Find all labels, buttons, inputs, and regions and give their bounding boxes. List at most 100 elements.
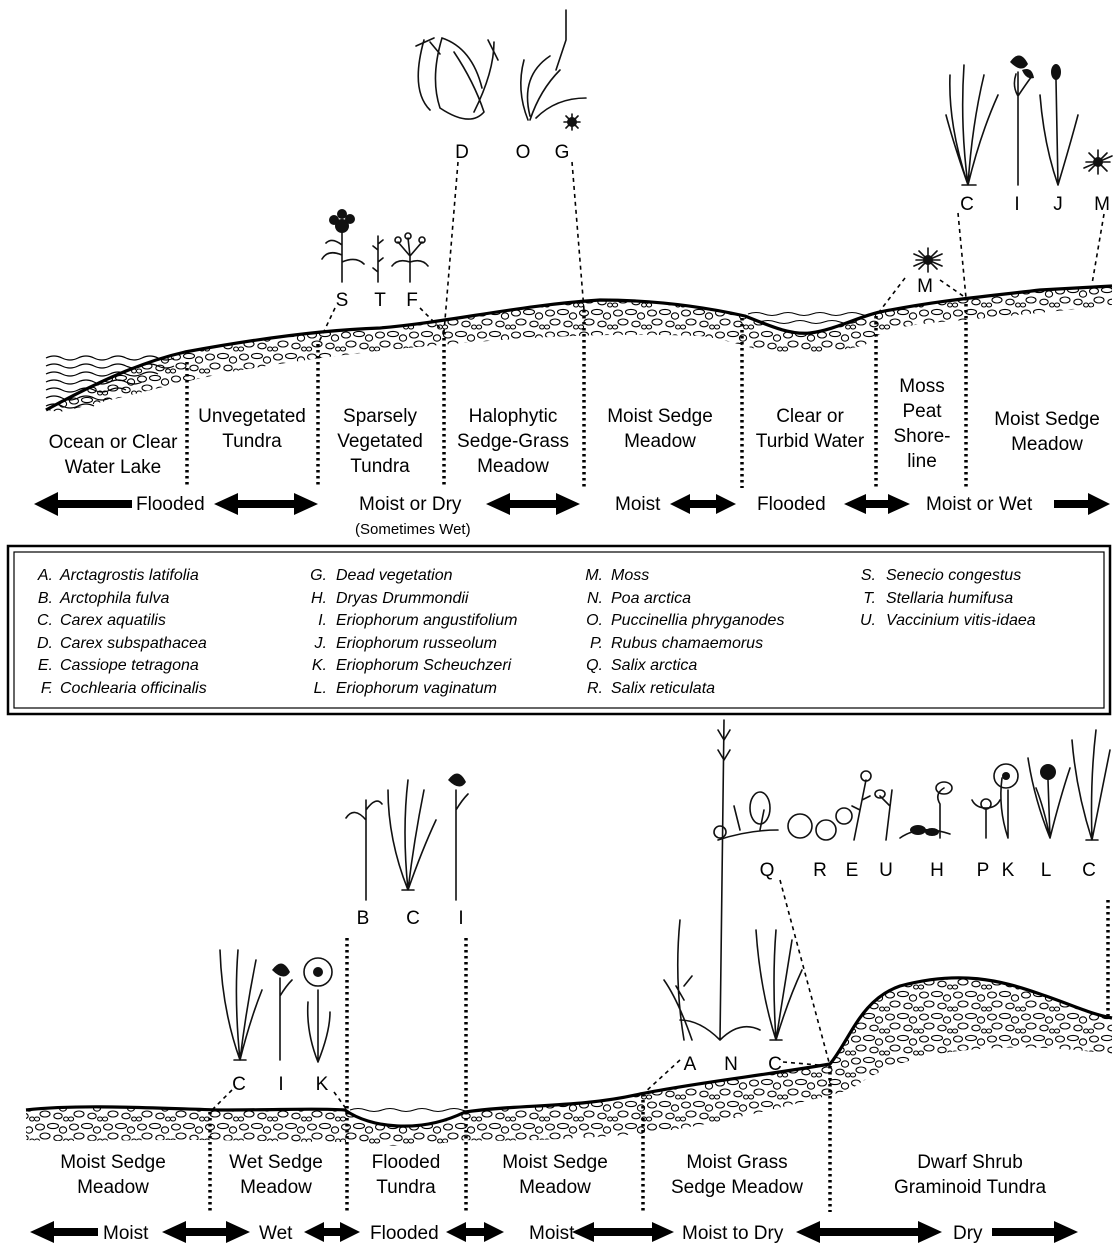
plant-letter: B [357,908,370,929]
moisture-note: (Sometimes Wet) [355,521,471,538]
eriophorum-angustifolium-plant-icon [1010,55,1034,185]
legend-species: Arctagrostis latifolia [59,567,199,584]
arctagrostis-plant-icon [664,920,692,1040]
leader-line [444,162,458,332]
plant-letter: R [813,860,827,881]
arctophila-plant-icon [346,800,382,900]
moss-plant-icon [914,248,942,272]
legend-species: Cassiope tetragona [60,657,199,674]
legend-species: Rubus chamaemorus [611,635,763,652]
moisture-label: Wet [259,1223,293,1244]
dryas-plant-icon [900,782,952,838]
moisture-arrows-bottom: Moist Wet Flooded Moist Moist to Dry Dry [30,1221,1078,1244]
legend-code: M. [585,567,603,584]
legend-species: Arctophila fulva [59,590,169,607]
zone-labels-top: Ocean or ClearWater Lake UnvegetatedTund… [49,376,1100,478]
moisture-label: Moist or Wet [926,494,1033,515]
eriophorum-scheuchzeri-plant-icon [304,958,332,1062]
salix-reticulata-plant-icon [788,808,852,840]
poa-plant-icon [680,720,760,1040]
legend-column: S.Senecio congestus T.Stellaria humifusa… [860,567,1036,629]
moisture-label: Moist to Dry [682,1223,784,1244]
leader-line [1092,214,1104,284]
vaccinium-plant-icon [875,790,892,840]
species-legend: A.Arctagrostis latifolia B.Arctophila fu… [8,546,1110,714]
plant-letter: N [724,1054,738,1075]
zone-label: FloodedTundra [372,1152,441,1198]
legend-code: K. [312,657,327,674]
moisture-label: Flooded [370,1223,439,1244]
plant-letter: P [977,860,990,881]
plant-letter: J [1053,194,1063,215]
plant-letter: C [1082,860,1096,881]
legend-code: E. [38,657,53,674]
legend-species: Cochlearia officinalis [60,680,207,697]
legend-species: Carex aquatilis [60,612,166,629]
moss-plant-icon [1084,150,1112,174]
legend-code: H. [311,590,327,607]
legend-column: G.Dead vegetation H.Dryas Drummondii I.E… [310,567,517,697]
moisture-label: Moist or Dry [359,494,462,515]
legend-code: T. [863,590,876,607]
moisture-label: Dry [953,1223,983,1244]
legend-species: Eriophorum Scheuchzeri [336,657,512,674]
moisture-label: Flooded [136,494,205,515]
plant-drawings-top [322,10,1112,282]
eriophorum-angustifolium-plant-icon [272,963,292,1060]
legend-species: Eriophorum vaginatum [336,680,497,697]
plant-letter: M [917,276,933,297]
plant-letter: L [1041,860,1052,881]
plant-letter: C [232,1074,246,1095]
moisture-label: Moist [615,494,661,515]
plant-letter: F [406,290,418,311]
plant-letter: I [278,1074,283,1095]
plant-letter: S [336,290,349,311]
legend-species: Moss [611,567,649,584]
legend-code: U. [860,612,876,629]
plant-letter: C [960,194,974,215]
senecio-plant-icon [322,209,364,282]
carex-aquatilis-plant-icon [220,950,262,1060]
legend-code: D. [37,635,53,652]
eriophorum-angustifolium-plant-icon [448,773,468,900]
eriophorum-vaginatum-plant-icon [1028,758,1070,838]
legend-species: Puccinellia phryganodes [611,612,784,629]
zone-label: Moist SedgeMeadow [60,1152,166,1198]
legend-code: L. [314,680,327,697]
bottom-profile: C I K B C I A N C Q R E U H P K L C Mois… [26,720,1112,1244]
eriophorum-scheuchzeri-plant-icon [994,764,1018,838]
plant-letter: T [374,290,386,311]
zone-label: Moist SedgeMeadow [607,406,713,452]
legend-species: Vaccinium vitis-idaea [886,612,1036,629]
leader-line [940,280,966,298]
plant-letter: E [846,860,859,881]
legend-species: Dead vegetation [336,567,453,584]
moisture-label: Flooded [757,494,826,515]
legend-species: Carex subspathacea [60,635,207,652]
legend-code: A. [37,567,53,584]
legend-code: J. [314,635,327,652]
plant-letter: D [455,142,469,163]
legend-species: Salix arctica [611,657,697,674]
carex-aquatilis-plant-icon [946,65,998,185]
legend-column: M.Moss N.Poa arctica O.Puccinellia phryg… [585,567,784,697]
gravel-substrate [26,978,1112,1146]
plant-letter: G [555,142,570,163]
dead-vegetation-icon [564,114,580,130]
legend-species: Dryas Drummondii [336,590,469,607]
plant-letter: U [879,860,893,881]
plant-letter: M [1094,194,1110,215]
plant-letter: H [930,860,944,881]
legend-code: G. [310,567,327,584]
plant-letter: O [516,142,531,163]
legend-species: Senecio congestus [886,567,1021,584]
